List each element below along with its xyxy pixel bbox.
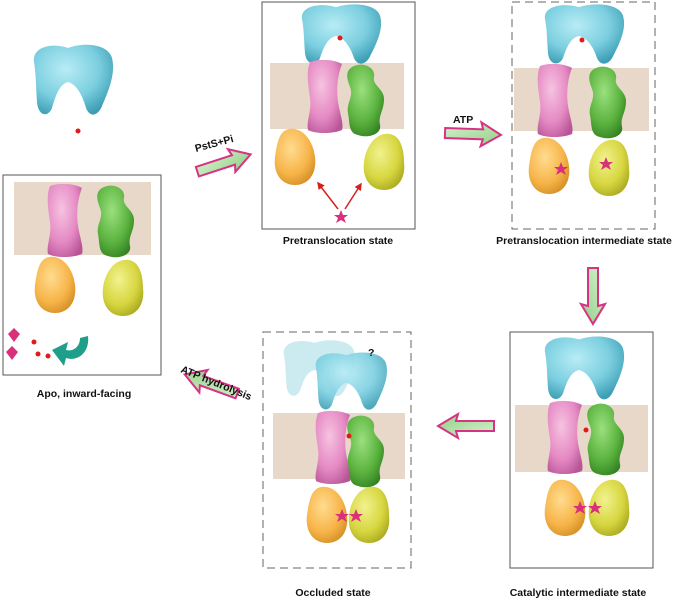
tmd-pink xyxy=(547,400,583,474)
nbd-orange xyxy=(274,128,316,185)
label-catalytic-intermediate: Catalytic intermediate state xyxy=(510,587,647,599)
arrow-left xyxy=(437,413,495,439)
psts-protein xyxy=(315,352,387,410)
label-pretranslocation-intermediate: Pretranslocation intermediate state xyxy=(496,235,672,247)
adp-diamond xyxy=(6,346,18,360)
tmd-pink xyxy=(47,183,83,257)
atp-star-icon xyxy=(334,210,348,223)
recycle-arrow-icon xyxy=(52,336,89,366)
atp-star-icon xyxy=(554,162,568,175)
phosphate-dot xyxy=(583,427,589,433)
forward-arrow-icon xyxy=(437,413,495,439)
panel-occluded: ? Occluded state xyxy=(262,331,412,599)
tmd-pink xyxy=(315,410,351,484)
phosphate-dot xyxy=(35,351,41,357)
psts-protein xyxy=(544,4,625,64)
phosphate-dot xyxy=(31,339,37,345)
label-apo: Apo, inward-facing xyxy=(37,388,132,400)
atp-star-icon xyxy=(335,509,349,522)
panel-pretranslocation-intermediate: Pretranslocation intermediate state xyxy=(496,1,672,247)
atp-star-icon xyxy=(573,501,587,514)
atp-star-icon xyxy=(588,501,602,514)
arrow-down xyxy=(580,267,606,325)
panel-occluded-frame xyxy=(262,331,412,569)
tmd-pink xyxy=(537,63,573,138)
arrow-label-atp: ATP xyxy=(453,114,473,126)
panel-catalytic-intermediate-frame xyxy=(509,331,654,569)
nbd-orange xyxy=(34,256,76,313)
uncertain-mark: ? xyxy=(368,347,374,359)
panel-pretranslocation-frame xyxy=(261,1,416,230)
psts-protein xyxy=(33,44,114,115)
arrow-atp: ATP xyxy=(443,114,503,148)
red-arrow xyxy=(344,182,362,210)
membrane xyxy=(514,68,649,131)
arrow-hydrolysis: ATP hydrolysis xyxy=(179,362,254,406)
panel-pretranslocation-intermediate-frame xyxy=(511,1,656,230)
panel-apo-frame xyxy=(2,174,162,376)
arrow-binding: PstS+Pi xyxy=(192,133,256,185)
phosphate-dot xyxy=(75,128,81,134)
psts-protein xyxy=(544,336,625,400)
nbd-orange xyxy=(528,137,570,194)
nbd-yellow xyxy=(102,259,144,316)
tmd-pink xyxy=(307,59,343,134)
nbd-yellow xyxy=(363,133,405,190)
panel-pretranslocation: Pretranslocation state xyxy=(261,1,416,247)
psts-protein xyxy=(301,4,382,64)
atp-star-icon xyxy=(599,157,613,170)
panel-catalytic-intermediate: Catalytic intermediate state xyxy=(509,331,654,599)
label-occluded: Occluded state xyxy=(295,587,370,599)
phosphate-dot xyxy=(579,37,585,43)
phosphate-dot xyxy=(337,35,343,41)
panel-apo: Apo, inward-facing xyxy=(2,44,162,400)
arrow-label-hydrolysis: ATP hydrolysis xyxy=(179,364,254,403)
label-pretranslocation: Pretranslocation state xyxy=(283,235,393,247)
phosphate-dot xyxy=(346,433,352,439)
forward-arrow-icon xyxy=(580,267,606,325)
atp-star-icon xyxy=(349,509,363,522)
adp-diamond xyxy=(8,328,20,342)
red-arrow xyxy=(317,181,339,210)
phosphate-dot xyxy=(45,353,51,359)
